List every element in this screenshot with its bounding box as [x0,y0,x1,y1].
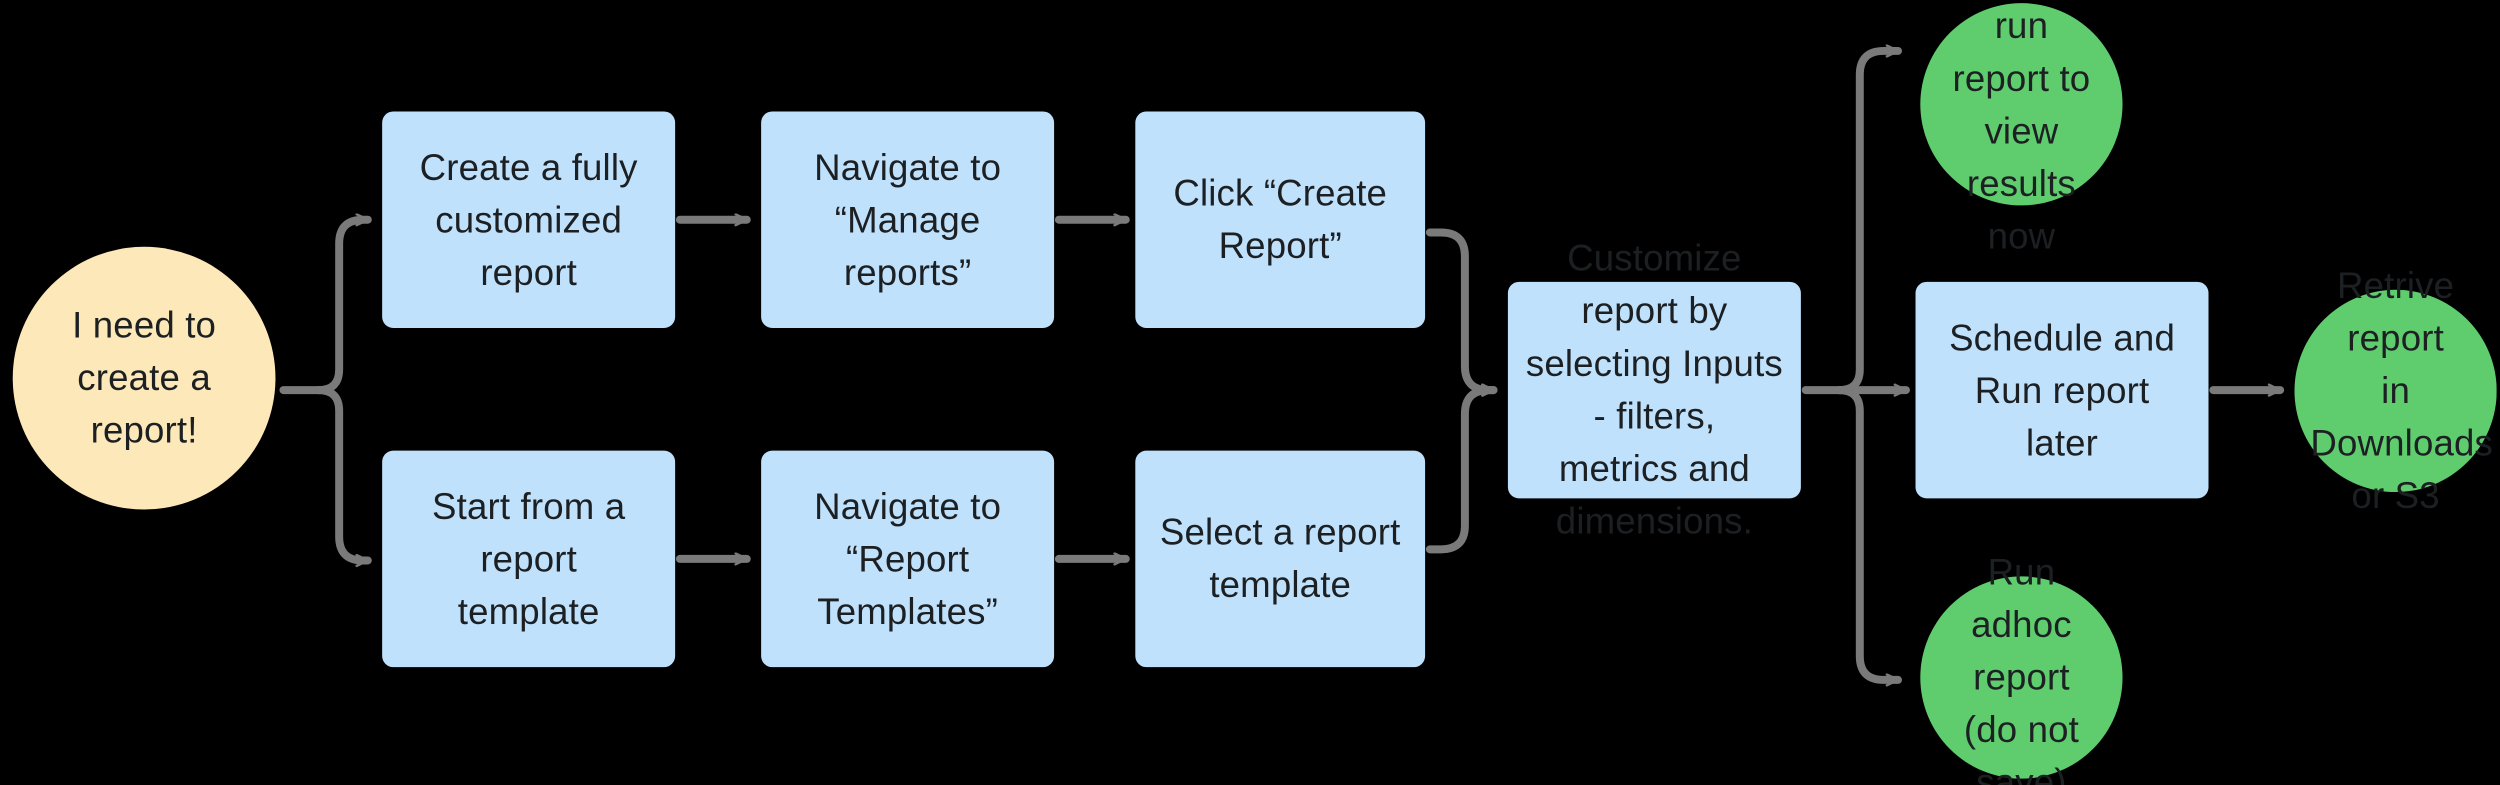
edge-customize-to-save-and-run [1835,51,1902,395]
node-navigate-manage-reports-label: Navigate to “Manage reports” [814,145,1002,293]
node-run-adhoc-label: Run adhoc report (do not save) [1963,550,2079,785]
edge-start-to-create-custom [314,220,372,395]
node-schedule-and-run-label: Schedule and Run report later [1949,316,2175,463]
node-create-custom-report-label: Create a fully customized report [419,145,638,293]
node-select-report-template-label: Select a report template [1159,511,1401,606]
node-navigate-report-templates[interactable]: Navigate to “Report Templates” [761,450,1055,668]
edge-customize-to-run-adhoc [1835,386,1902,680]
node-run-adhoc[interactable]: Run adhoc report (do not save) [1920,551,2123,785]
node-start-label: I need to create a report! [72,304,217,451]
node-start-from-template[interactable]: Start from a report template [382,450,676,668]
node-schedule-and-run[interactable]: Schedule and Run report later [1915,281,2209,499]
node-save-and-run[interactable]: Save and run report to view results now [1920,3,2123,256]
node-start-from-template-label: Start from a report template [432,484,626,632]
node-create-custom-report[interactable]: Create a fully customized report [382,111,676,329]
node-retrieve-report[interactable]: Retrive report in Downloads or S3 [2294,264,2497,516]
node-click-create-report-label: Click “Create Report” [1173,171,1388,266]
node-customize-report-label: Customize report by selecting Inputs - f… [1525,237,1783,542]
edge-click-create-to-customize [1425,228,1498,390]
edge-start-to-start-from-template [314,386,372,560]
node-retrieve-report-label: Retrive report in Downloads or S3 [2310,264,2494,516]
node-start[interactable]: I need to create a report! [12,246,276,510]
node-customize-report[interactable]: Customize report by selecting Inputs - f… [1507,237,1801,541]
node-navigate-manage-reports[interactable]: Navigate to “Manage reports” [761,111,1055,329]
node-select-report-template[interactable]: Select a report template [1135,450,1426,668]
node-click-create-report[interactable]: Click “Create Report” [1135,111,1426,329]
edge-select-template-to-customize [1425,390,1498,554]
node-save-and-run-label: Save and run report to view results now [1952,3,2091,256]
node-navigate-report-templates-label: Navigate to “Report Templates” [814,484,1002,632]
